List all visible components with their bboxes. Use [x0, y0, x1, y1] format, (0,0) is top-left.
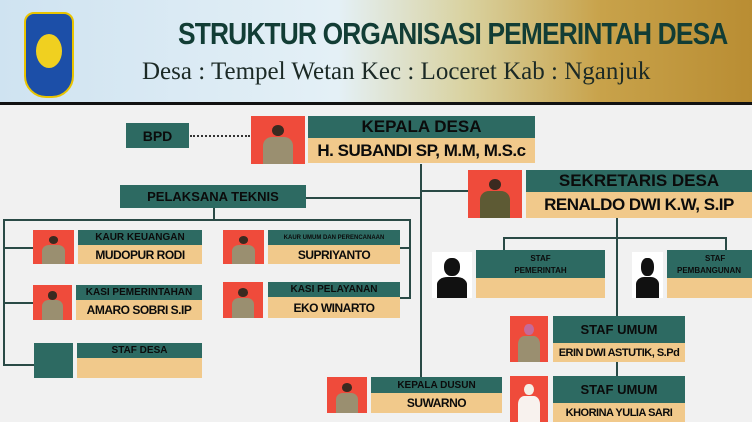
- connector: [400, 297, 410, 299]
- header-banner: [0, 0, 752, 102]
- pelaksana-teknis-box: PELAKSANA TEKNIS: [120, 185, 306, 208]
- staf-bus: [503, 237, 727, 239]
- left-bus: [3, 219, 5, 365]
- kasi-pemerintahan-title: KASI PEMERINTAHAN: [76, 285, 202, 300]
- connector: [616, 362, 618, 376]
- sekretaris-down-connector: [616, 218, 618, 316]
- sekretaris-desa-photo: [468, 170, 522, 218]
- connector: [3, 302, 33, 304]
- staf-umum-name: KHORINA YULIA SARI: [553, 403, 685, 422]
- kasi-pelayanan-name: EKO WINARTO: [268, 297, 400, 318]
- staf-pemerintah-title: STAF PEMERINTAH: [476, 250, 605, 278]
- kaur-keuangan-name: MUDOPUR RODI: [78, 245, 202, 264]
- kasi-pemerintahan-photo: [33, 285, 72, 320]
- staf-umum-photo: [510, 316, 548, 362]
- staf-umum-photo: [510, 376, 548, 422]
- pelaksana-connector: [306, 197, 420, 199]
- staf-umum-title: STAF UMUM: [553, 376, 685, 403]
- kaur-umum-title: KAUR UMUM DAN PERENCANAAN: [268, 230, 400, 245]
- person-silhouette-icon: [632, 252, 663, 298]
- kasi-pelayanan-title: KASI PELAYANAN: [268, 282, 400, 297]
- kepala-dusun-title: KEPALA DUSUN: [371, 377, 502, 393]
- connector: [503, 237, 505, 250]
- kepala-dusun-photo: [327, 377, 367, 413]
- kepala-desa-name: H. SUBANDI SP, M.M, M.S.c: [308, 138, 535, 163]
- person-silhouette-icon: [432, 252, 472, 298]
- sekretaris-connector: [420, 190, 468, 192]
- sekretaris-desa-name: RENALDO DWI K.W, S.IP: [526, 192, 752, 218]
- staf-pembangunan-title: STAF PEMBANGUNAN: [667, 250, 752, 278]
- sekretaris-desa-title: SEKRETARIS DESA: [526, 170, 752, 192]
- kaur-keuangan-photo: [33, 230, 74, 264]
- pelaksana-down-connector: [213, 208, 215, 220]
- connector: [400, 247, 410, 249]
- staf-pembangunan-title-line1: STAF: [705, 253, 726, 263]
- connector: [3, 247, 33, 249]
- kepala-desa-photo: [251, 116, 305, 164]
- page-subtitle: Desa : Tempel Wetan Kec : Loceret Kab : …: [142, 58, 651, 85]
- kasi-pelayanan-photo: [223, 282, 263, 318]
- main-connector: [420, 164, 422, 378]
- staf-umum-title: STAF UMUM: [553, 316, 685, 343]
- page-title: STRUKTUR ORGANISASI PEMERINTAH DESA: [178, 16, 728, 51]
- staf-pemerintah-title-line2: PEMERINTAH: [514, 265, 567, 275]
- staf-desa-photo-placeholder: [34, 343, 73, 378]
- pelaksana-bus: [3, 219, 411, 221]
- right-bus: [409, 219, 411, 299]
- bpd-dotted-connector: [190, 135, 250, 137]
- bottom-margin: [0, 422, 752, 432]
- kaur-keuangan-title: KAUR KEUANGAN: [78, 230, 202, 245]
- staf-pemerintah-title-line1: STAF: [530, 253, 551, 263]
- staf-desa-name: [77, 358, 202, 378]
- nganjuk-emblem-logo: [24, 12, 74, 98]
- connector: [725, 237, 727, 250]
- staf-desa-title: STAF DESA: [77, 343, 202, 358]
- kasi-pemerintahan-name: AMARO SOBRI S.IP: [76, 300, 202, 320]
- staf-umum-name: ERIN DWI ASTUTIK, S.Pd: [553, 343, 685, 362]
- header-divider: [0, 102, 752, 105]
- staf-pemerintah-name: [476, 278, 605, 298]
- kepala-dusun-name: SUWARNO: [371, 393, 502, 413]
- kaur-umum-name: SUPRIYANTO: [268, 245, 400, 264]
- connector: [3, 364, 34, 366]
- bpd-box: BPD: [126, 123, 189, 148]
- staf-pembangunan-name: [667, 278, 752, 298]
- staf-pembangunan-title-line2: PEMBANGUNAN: [677, 265, 741, 275]
- kaur-umum-photo: [223, 230, 264, 264]
- kepala-desa-title: KEPALA DESA: [308, 116, 535, 138]
